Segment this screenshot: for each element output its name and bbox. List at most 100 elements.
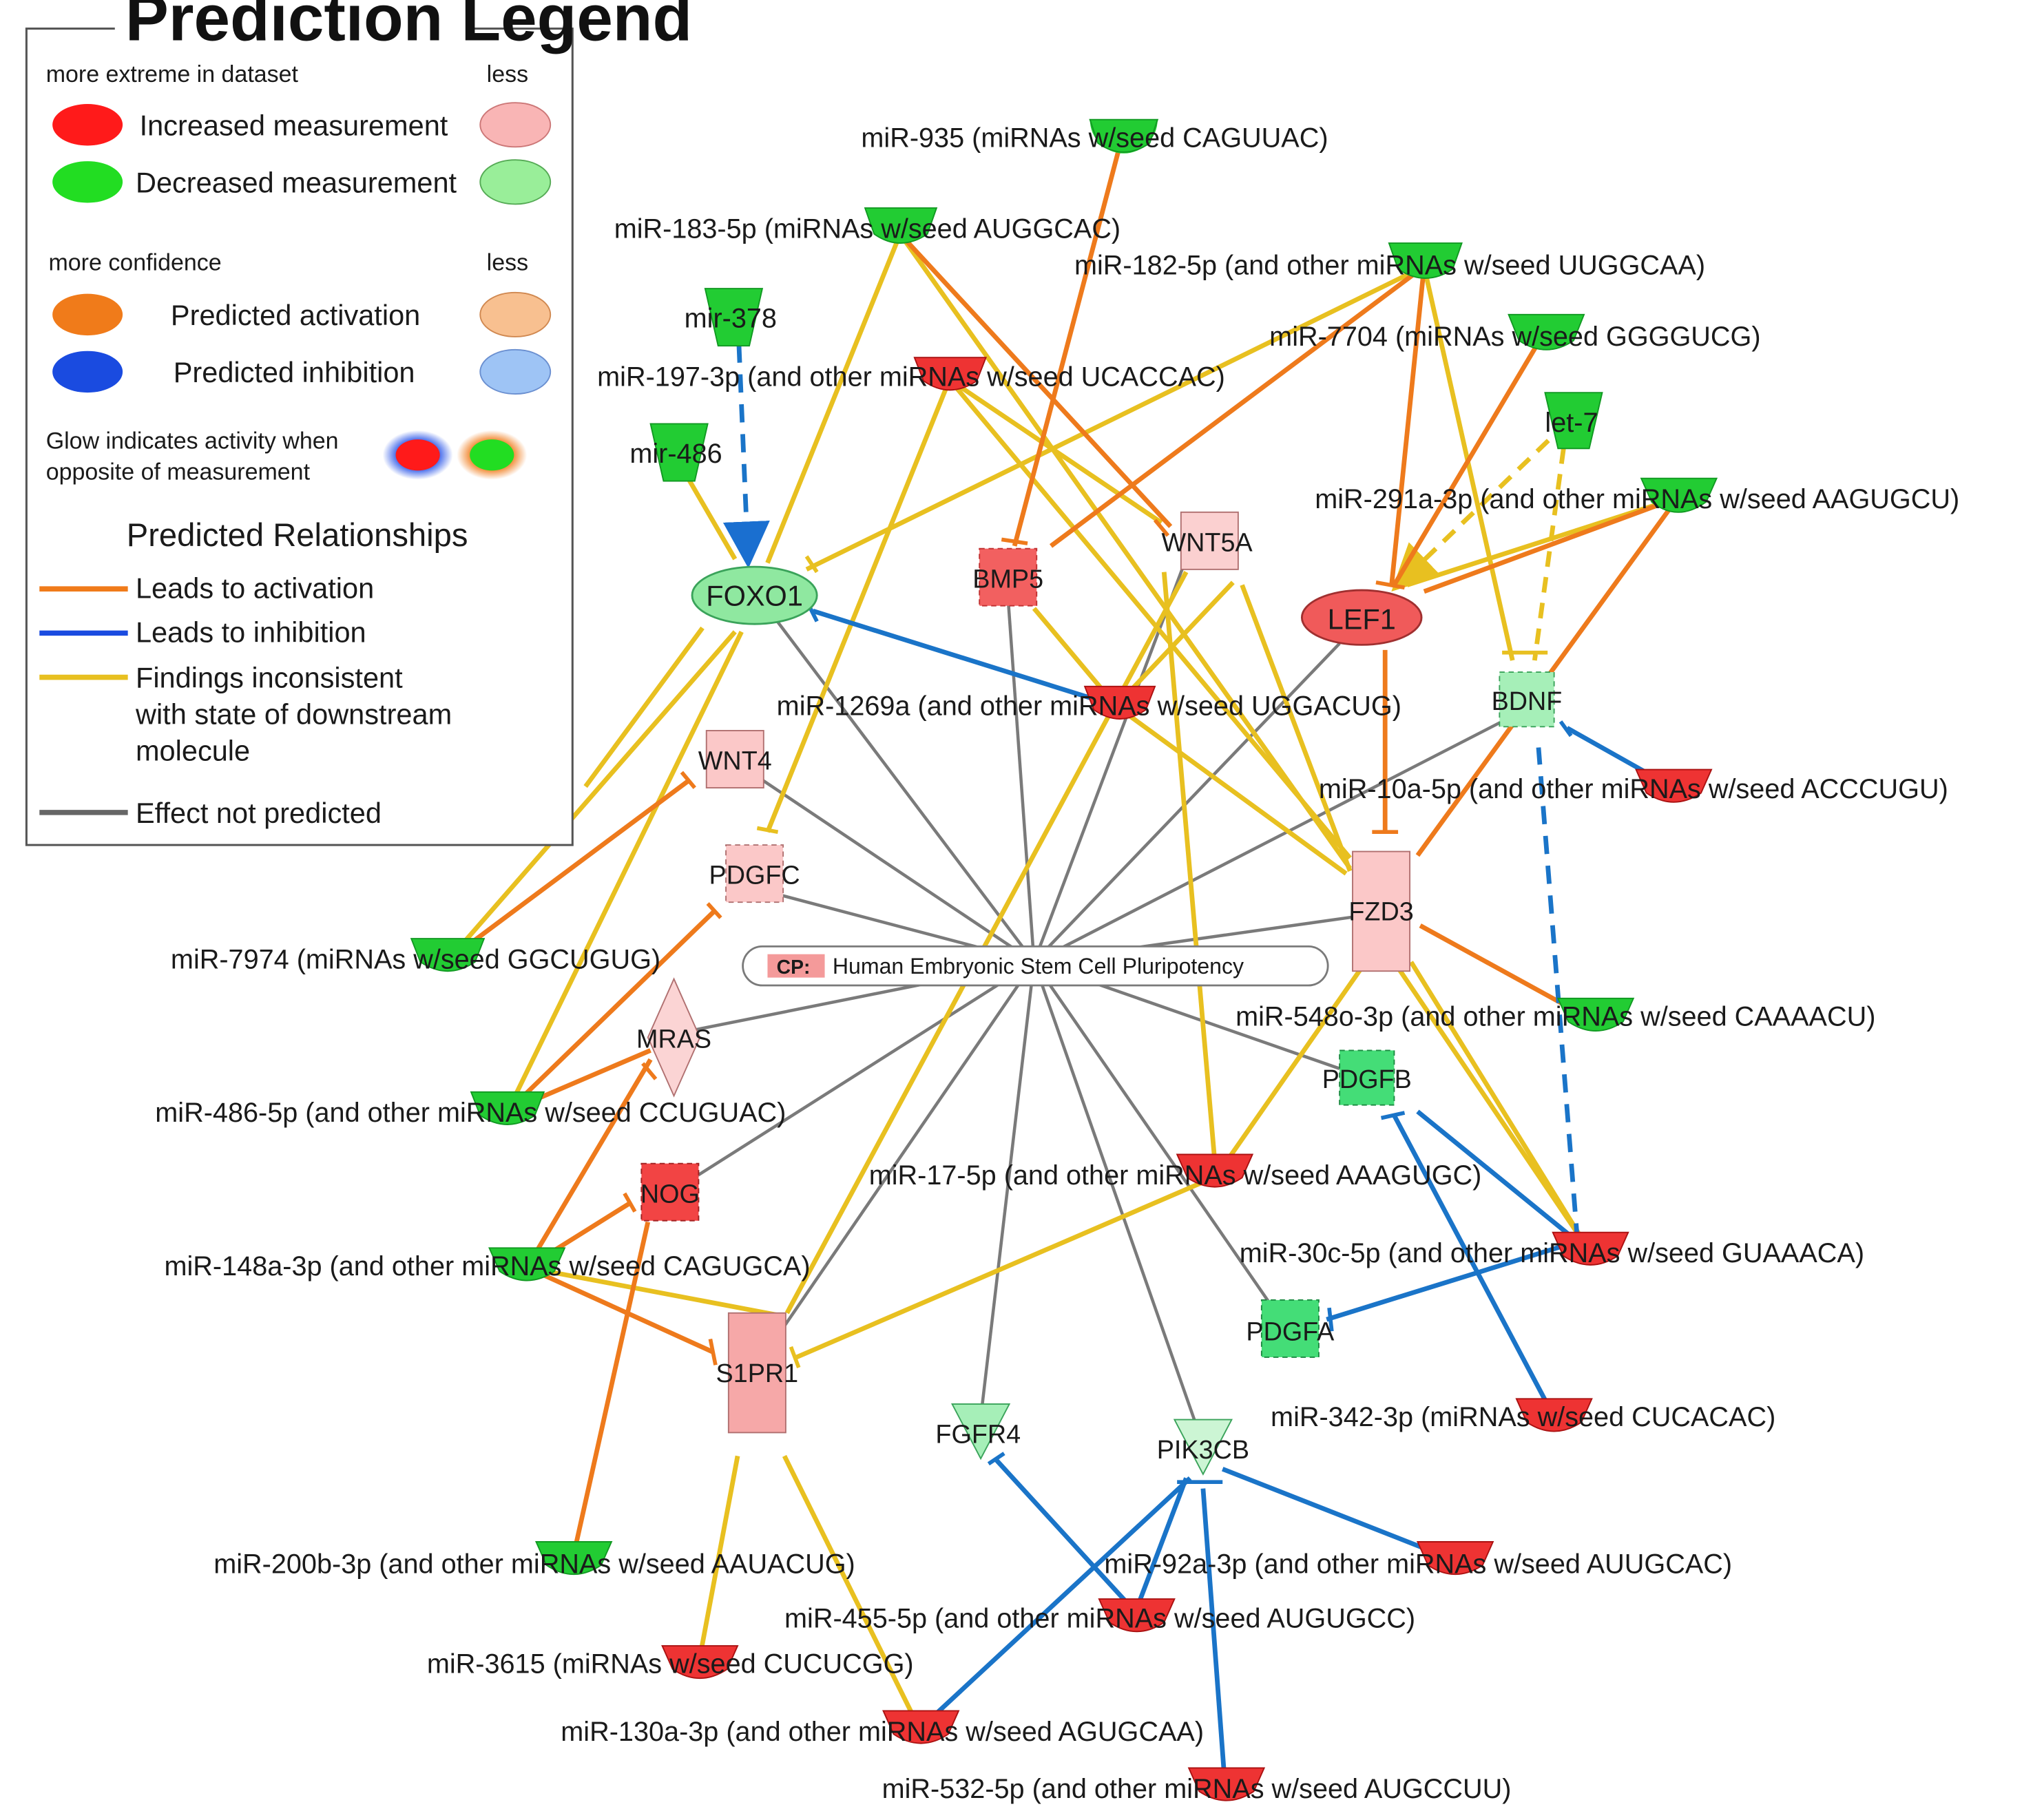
node-bdnf[interactable]: BDNF bbox=[1492, 671, 1563, 728]
node-pdgfc[interactable]: PDGFC bbox=[709, 844, 800, 903]
mirna-548[interactable]: miR-548o-3p (and other miRNAs w/seed CAA… bbox=[1236, 997, 1875, 1032]
node-mras[interactable]: MRAS bbox=[636, 977, 711, 1098]
edge-o-182-lef1 bbox=[1389, 266, 1427, 585]
node-bdnf-label: BDNF bbox=[1492, 687, 1563, 715]
tbar-lef1 bbox=[1375, 580, 1406, 590]
edge-y-17-s1pr1 bbox=[792, 1174, 1218, 1361]
node-bmp5-label: BMP5 bbox=[972, 564, 1043, 593]
inhibition-swatch bbox=[52, 351, 123, 393]
mirna-7704-label: miR-7704 (miRNAs w/seed GGGGUCG) bbox=[1269, 322, 1760, 352]
edge-b-30c-pdgfa bbox=[1326, 1239, 1578, 1322]
legend-row1-left: more extreme in dataset bbox=[46, 61, 299, 87]
legend-relationships-title: Predicted Relationships bbox=[127, 517, 468, 554]
node-lef1-label: LEF1 bbox=[1328, 603, 1396, 636]
legend-decreased: Decreased measurement bbox=[136, 166, 457, 198]
node-pdgfa[interactable]: PDGFA bbox=[1246, 1299, 1335, 1358]
mirna-197-label: miR-197-3p (and other miRNAs w/seed UCAC… bbox=[597, 362, 1225, 393]
node-bmp5[interactable]: BMP5 bbox=[972, 547, 1043, 607]
edge-b-455-pik3cb bbox=[1133, 1477, 1189, 1613]
edges bbox=[447, 140, 1680, 1788]
node-foxo1[interactable]: FOXO1 bbox=[691, 565, 818, 625]
mirna-200b[interactable]: miR-200b-3p (and other miRNAs w/seed AAU… bbox=[213, 1541, 855, 1579]
edge-o-486-pdgfc bbox=[505, 908, 718, 1113]
tbar-s1pr1-y bbox=[789, 1346, 801, 1369]
mirna-let7-label: let-7 bbox=[1545, 408, 1598, 438]
mirna-1269[interactable]: miR-1269a (and other miRNAs w/seed UGGAC… bbox=[777, 685, 1401, 722]
center-pathway[interactable]: CP: Human Embryonic Stem Cell Pluripoten… bbox=[742, 945, 1329, 987]
tbar-pdgfa bbox=[1327, 1307, 1334, 1332]
edge-o-183-wnt5a bbox=[898, 232, 1173, 528]
mirna-532[interactable]: miR-532-5p (and other miRNAs w/seed AUGC… bbox=[882, 1767, 1512, 1804]
mirna-30c[interactable]: miR-30c-5p (and other miRNAs w/seed GUAA… bbox=[1240, 1231, 1864, 1268]
tbar-bmp5 bbox=[1001, 537, 1028, 545]
node-lef1[interactable]: LEF1 bbox=[1300, 589, 1423, 646]
legend-title: Prediction Legend bbox=[125, 0, 692, 55]
mirna-486[interactable]: mir-486 bbox=[629, 423, 722, 482]
node-fzd3[interactable]: FZD3 bbox=[1348, 850, 1414, 972]
node-fzd3-label: FZD3 bbox=[1348, 897, 1413, 926]
node-wnt5a[interactable]: WNT5A bbox=[1162, 511, 1253, 570]
tbar-foxo1-y bbox=[804, 555, 819, 574]
tbar-nog bbox=[623, 1192, 637, 1213]
legend-leads-inhibition: Leads to inhibition bbox=[136, 616, 366, 649]
edge-y-17-fzd3 bbox=[1213, 961, 1368, 1178]
mirna-3615[interactable]: miR-3615 (miRNAs w/seed CUCUCGG) bbox=[427, 1645, 914, 1680]
legend-findings-line3: molecule bbox=[136, 734, 250, 766]
edge-b-378-foxo1 bbox=[722, 344, 770, 569]
mirna-7974[interactable]: miR-7974 (miRNAs w/seed GGCUGUG) bbox=[171, 938, 660, 974]
edge-o-148-mras bbox=[525, 1058, 653, 1269]
mirna-let7[interactable]: let-7 bbox=[1544, 392, 1603, 450]
mirna-291-label: miR-291a-3p (and other miRNAs w/seed AAG… bbox=[1315, 484, 1959, 514]
mirna-92a[interactable]: miR-92a-3p (and other miRNAs w/seed AUUG… bbox=[1104, 1541, 1732, 1579]
edge-y-148-s1pr1 bbox=[526, 1265, 781, 1318]
mirna-17[interactable]: miR-17-5p (and other miRNAs w/seed AAAGU… bbox=[869, 1153, 1482, 1191]
mirna-182[interactable]: miR-182-5p (and other miRNAs w/seed UUGG… bbox=[1074, 242, 1705, 280]
mirna-10a-label: miR-10a-5p (and other miRNAs w/seed ACCC… bbox=[1319, 774, 1948, 804]
node-s1pr1[interactable]: S1PR1 bbox=[716, 1312, 799, 1434]
mirna-10a[interactable]: miR-10a-5p (and other miRNAs w/seed ACCC… bbox=[1319, 768, 1948, 805]
tbar-wnt4 bbox=[680, 771, 696, 789]
mirna-130a[interactable]: miR-130a-3p (and other miRNAs w/seed AGU… bbox=[561, 1710, 1204, 1747]
node-pdgfa-label: PDGFA bbox=[1246, 1317, 1335, 1346]
mirna-486-5p[interactable]: miR-486-5p (and other miRNAs w/seed CCUG… bbox=[155, 1091, 786, 1128]
node-wnt4[interactable]: WNT4 bbox=[698, 730, 772, 788]
mirna-532-label: miR-532-5p (and other miRNAs w/seed AUGC… bbox=[882, 1774, 1512, 1804]
node-pdgfb[interactable]: PDGFB bbox=[1322, 1049, 1412, 1106]
node-nog[interactable]: NOG bbox=[640, 1162, 700, 1222]
edge-y-let7-bdnf bbox=[1532, 422, 1570, 661]
legend-row2-right: less bbox=[487, 250, 528, 276]
mirna-7974-label: miR-7974 (miRNAs w/seed GGCUGUG) bbox=[171, 944, 660, 974]
mirna-342-label: miR-342-3p (miRNAs w/seed CUCACAC) bbox=[1271, 1402, 1775, 1432]
mirna-183[interactable]: miR-183-5p (miRNAs w/seed AUGGCAC) bbox=[614, 207, 1120, 244]
edge-y-wnt5a-s1pr1 bbox=[784, 571, 1189, 1315]
mirna-148[interactable]: miR-148a-3p (and other miRNAs w/seed CAG… bbox=[165, 1247, 811, 1282]
mirna-378[interactable]: mir-378 bbox=[685, 288, 777, 347]
mirna-197[interactable]: miR-197-3p (and other miRNAs w/seed UCAC… bbox=[597, 357, 1225, 393]
mirna-291[interactable]: miR-291a-3p (and other miRNAs w/seed AAG… bbox=[1315, 477, 1959, 514]
increased-light-swatch bbox=[479, 102, 552, 148]
tbar-pdgfb bbox=[1380, 1111, 1406, 1120]
edge-hub-lef1 bbox=[1032, 642, 1341, 963]
edge-hub-fgfr4 bbox=[980, 961, 1036, 1407]
node-pik3cb[interactable]: PIK3CB bbox=[1157, 1419, 1249, 1476]
edge-y-197-wnt5a bbox=[948, 377, 1163, 525]
decreased-light-swatch bbox=[479, 159, 552, 205]
node-fgfr4[interactable]: FGFR4 bbox=[935, 1403, 1021, 1461]
mirna-935-label: miR-935 (miRNAs w/seed CAGUUAC) bbox=[861, 123, 1328, 153]
edge-y-130-s1pr1 bbox=[782, 1454, 922, 1730]
edge-y-197-pdgfc bbox=[765, 378, 952, 833]
edge-y-548-fzd3 bbox=[1392, 961, 1592, 1253]
edge-hub-s1pr1 bbox=[783, 961, 1036, 1327]
mirna-455[interactable]: miR-455-5p (and other miRNAs w/seed AUGU… bbox=[784, 1598, 1415, 1634]
mirna-7704[interactable]: miR-7704 (miRNAs w/seed GGGGUCG) bbox=[1269, 313, 1761, 352]
edge-hub-bmp5 bbox=[1006, 598, 1036, 963]
inhibition-light-swatch bbox=[479, 348, 552, 395]
edge-o-7974-wnt4 bbox=[447, 777, 691, 961]
node-pdgfc-label: PDGFC bbox=[709, 861, 800, 890]
mirna-92a-label: miR-92a-3p (and other miRNAs w/seed AUUG… bbox=[1104, 1549, 1732, 1579]
tbar-fgfr4 bbox=[987, 1452, 1005, 1466]
edge-hub-wnt4 bbox=[757, 776, 1035, 963]
mirna-935[interactable]: miR-935 (miRNAs w/seed CAGUUAC) bbox=[861, 118, 1328, 154]
mirna-342[interactable]: miR-342-3p (miRNAs w/seed CUCACAC) bbox=[1271, 1398, 1775, 1432]
mirna-130a-label: miR-130a-3p (and other miRNAs w/seed AGU… bbox=[561, 1717, 1204, 1747]
